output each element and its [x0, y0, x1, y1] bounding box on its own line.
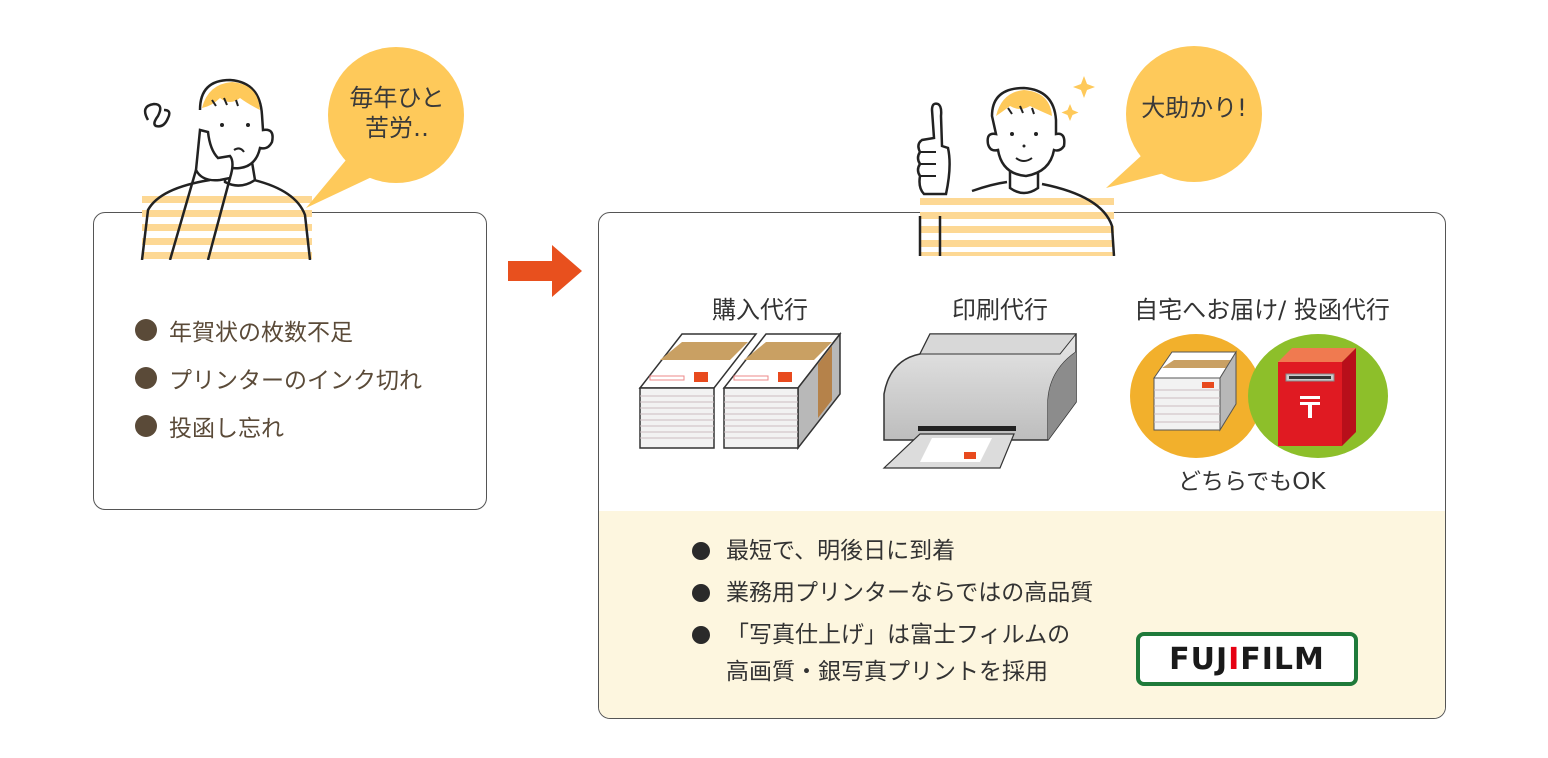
bullet-icon	[692, 584, 710, 602]
problems-list: 年賀状の枚数不足 プリンターのインク切れ 投函し忘れ	[135, 306, 422, 450]
problem-item: 年賀状の枚数不足	[135, 306, 422, 354]
bullet-icon	[135, 367, 157, 389]
bullet-icon	[692, 626, 710, 644]
bubble-line-1: 毎年ひと	[349, 84, 445, 112]
bullet-icon	[135, 415, 157, 437]
thumbs-up-icon	[916, 102, 951, 196]
bullet-icon	[135, 319, 157, 341]
sparkle-icon	[1061, 104, 1079, 121]
problems-box	[93, 212, 487, 510]
speech-bubble-worried	[306, 47, 464, 208]
problem-item: プリンターのインク切れ	[135, 354, 422, 402]
benefit-item: 「写真仕上げ」は富士フィルムの 高画質・銀写真プリントを採用	[692, 616, 1093, 690]
delivery-note: どちらでもOK	[1178, 469, 1326, 495]
service-label-delivery: 自宅へお届け/ 投函代行	[1134, 296, 1390, 324]
bullet-icon	[692, 542, 710, 560]
problem-item: 投函し忘れ	[135, 402, 422, 450]
speech-bubble-happy	[1106, 46, 1262, 188]
printer-icon	[882, 333, 1078, 469]
speech-bubble-text: 大助かり!	[1141, 94, 1247, 122]
bubble-line-2: 苦労‥	[364, 114, 430, 142]
postcard-bundle-icon	[1153, 350, 1237, 432]
service-label-purchase: 購入代行	[712, 296, 808, 324]
sparkle-icon	[1073, 76, 1095, 98]
speech-bubble-text: 毎年ひと 苦労‥	[322, 72, 472, 154]
worried-person-illustration	[140, 78, 312, 260]
striped-shirt	[140, 176, 312, 260]
benefits-list: 最短で、明後日に到着 業務用プリンターならではの高品質 「写真仕上げ」は富士フィ…	[692, 532, 1093, 690]
post-box-icon	[1278, 348, 1356, 446]
worry-swirl-icon	[143, 102, 171, 128]
benefit-item: 最短で、明後日に到着	[692, 532, 1093, 570]
service-label-printing: 印刷代行	[952, 296, 1048, 324]
delivery-or-mailbox-icon	[1130, 334, 1388, 458]
striped-shirt	[918, 180, 1116, 256]
arrow-right-icon	[508, 245, 582, 297]
solution-box	[598, 212, 1446, 719]
postcard-stack-icon	[638, 331, 842, 451]
benefit-item: 業務用プリンターならではの高品質	[692, 574, 1093, 612]
happy-person-illustration	[916, 76, 1116, 256]
